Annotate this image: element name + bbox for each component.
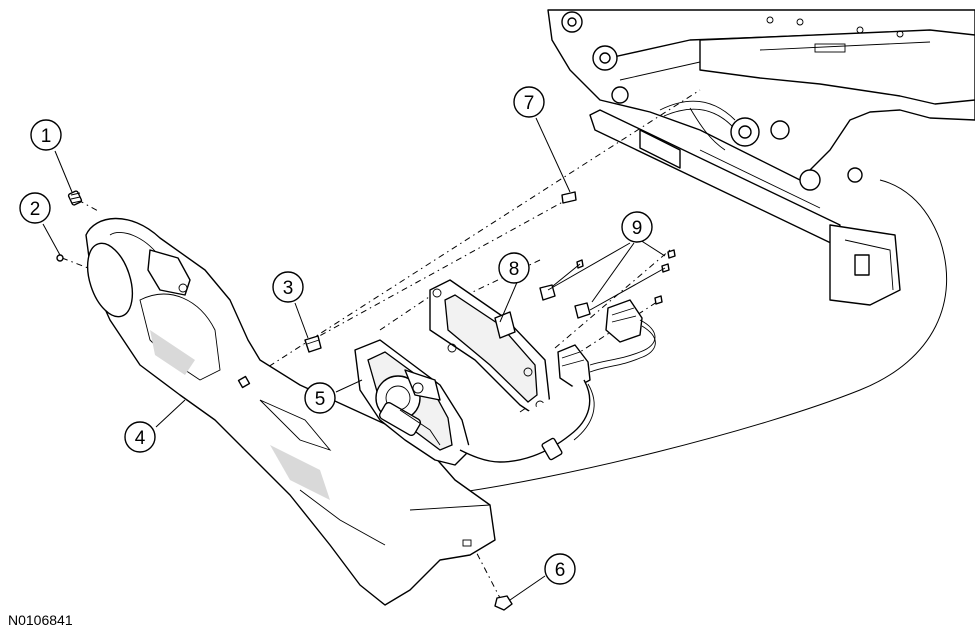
svg-text:9: 9: [632, 218, 643, 239]
figure-id: N0106841: [8, 612, 73, 628]
callout-6: 6: [544, 553, 576, 585]
callout-1: 1: [30, 119, 62, 151]
wire-harness: [459, 299, 656, 463]
nut-1: [67, 190, 83, 206]
seat-side-shield: [85, 217, 496, 606]
svg-text:7: 7: [524, 93, 535, 114]
svg-text:6: 6: [555, 560, 566, 581]
callout-3: 3: [272, 271, 304, 303]
callout-9: 9: [621, 211, 653, 243]
callout-2: 2: [19, 192, 51, 224]
callout-4: 4: [124, 421, 156, 453]
svg-text:2: 2: [30, 199, 41, 220]
svg-text:1: 1: [41, 126, 52, 147]
mounting-bracket: [429, 279, 591, 416]
detail-arc: [439, 179, 948, 496]
callout-8: 8: [498, 252, 530, 284]
svg-text:3: 3: [283, 278, 294, 299]
callout-5: 5: [304, 382, 336, 414]
control-module: [354, 339, 471, 466]
callout-leaders: [42, 117, 666, 601]
callout-7: 7: [513, 86, 545, 118]
seat-frame: [547, 9, 975, 306]
svg-text:5: 5: [315, 389, 326, 410]
svg-text:4: 4: [135, 428, 146, 449]
svg-text:8: 8: [509, 259, 520, 280]
